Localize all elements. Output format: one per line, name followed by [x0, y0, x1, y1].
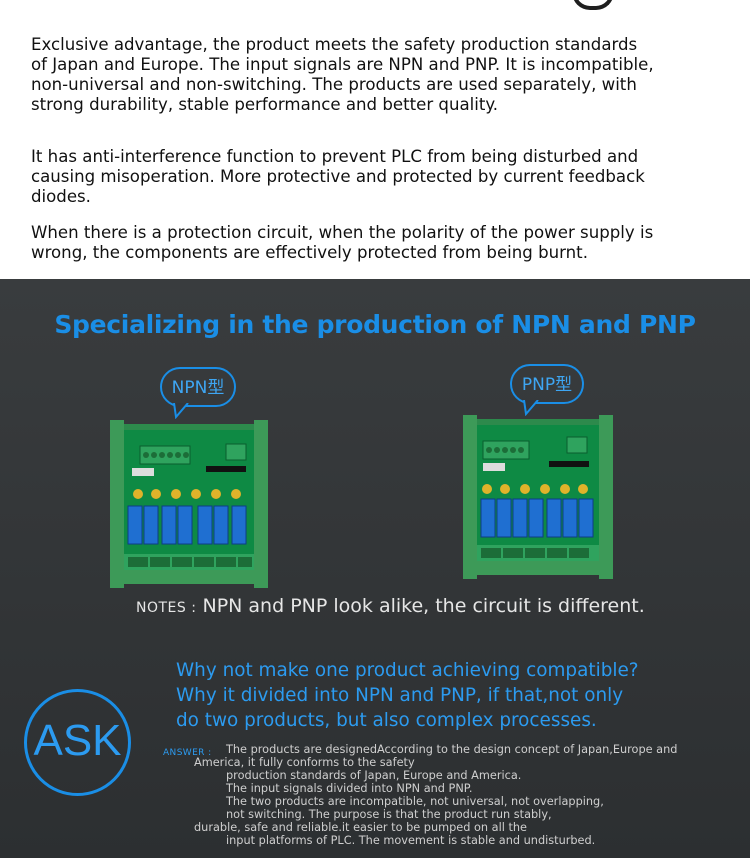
ask-icon — [24, 689, 131, 796]
intro-paragraph-2: It has anti-interference function to pre… — [31, 147, 645, 206]
npn-label-bubble: NPN型 — [160, 367, 236, 407]
npn-label: NPN型 — [171, 378, 225, 398]
answer-line-4: The input signals divided into NPN and P… — [226, 782, 473, 795]
answer-line-8: input platforms of PLC. The movement is … — [226, 834, 596, 847]
pnp-relay-board-image — [463, 415, 613, 579]
intro-paragraph-3: When there is a protection circuit, when… — [31, 223, 654, 262]
ask-question: Why not make one product achieving compa… — [176, 660, 639, 731]
pnp-bubble-tail — [523, 400, 539, 416]
intro-section: Exclusive advantage, the product meets t… — [0, 0, 750, 279]
ask-icon-text: ASK — [33, 716, 122, 765]
cropped-heading-letter — [572, 0, 614, 10]
answer-line-2: America, it fully conforms to the safety — [194, 756, 415, 769]
answer-line-1: The products are designedAccording to th… — [226, 743, 678, 756]
notes-line: NOTES : NPN and PNP look alike, the circ… — [136, 595, 645, 617]
answer-line-7: durable, safe and reliable.it easier to … — [194, 821, 528, 834]
pnp-label-bubble: PNP型 — [510, 364, 584, 404]
npn-bubble-tail — [173, 403, 189, 419]
answer-label: ANSWER : — [163, 748, 212, 758]
intro-paragraph-1: Exclusive advantage, the product meets t… — [31, 35, 654, 114]
notes-label: NOTES : — [136, 600, 197, 616]
section-headline: Specializing in the production of NPN an… — [54, 310, 696, 339]
pnp-label: PNP型 — [521, 375, 573, 395]
npn-relay-board-image — [110, 420, 268, 588]
answer-line-5: The two products are incompatible, not u… — [226, 795, 604, 808]
answer-line-6: not switching. The purpose is that the p… — [226, 808, 552, 821]
notes-text: NPN and PNP look alike, the circuit is d… — [196, 595, 645, 617]
answer-line-3: production standards of Japan, Europe an… — [226, 769, 522, 782]
